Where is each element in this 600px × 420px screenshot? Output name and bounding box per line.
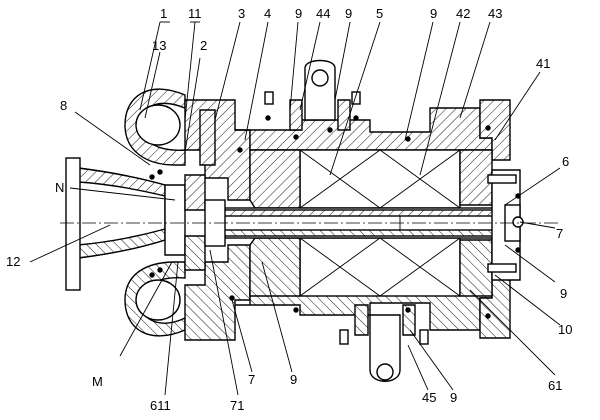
label-1: 1 <box>160 6 167 21</box>
label-611: 611 <box>150 398 171 413</box>
label-13: 13 <box>152 38 166 53</box>
label-8: 8 <box>60 98 67 113</box>
stator-windings <box>249 149 493 297</box>
label-9-c: 9 <box>430 6 437 21</box>
label-7-right: 7 <box>556 226 563 241</box>
label-7-bottom: 7 <box>248 372 255 387</box>
label-9-bottom-right: 9 <box>450 390 457 405</box>
label-10: 10 <box>558 322 572 337</box>
front-housing <box>184 99 251 341</box>
bottom-boss <box>339 304 429 382</box>
label-71: 71 <box>230 398 244 413</box>
label-9-b: 9 <box>345 6 352 21</box>
label-6: 6 <box>562 154 569 169</box>
label-43: 43 <box>488 6 502 21</box>
label-44: 44 <box>316 6 330 21</box>
label-4: 4 <box>264 6 271 21</box>
inlet-pipe <box>65 157 166 291</box>
label-9-right: 9 <box>560 286 567 301</box>
label-2: 2 <box>200 38 207 53</box>
label-61: 61 <box>548 378 562 393</box>
label-M: M <box>92 374 103 389</box>
part-labels: 1 11 3 4 9 44 9 5 9 42 43 2 13 41 8 N 6 … <box>6 6 572 413</box>
label-N: N <box>55 180 64 195</box>
label-45: 45 <box>422 390 436 405</box>
label-3: 3 <box>238 6 245 21</box>
rear-cap <box>487 169 524 281</box>
leader-lines <box>29 21 561 396</box>
label-42: 42 <box>456 6 470 21</box>
impeller <box>164 174 226 271</box>
label-11: 11 <box>188 6 202 21</box>
top-boss <box>264 59 361 131</box>
label-9-a: 9 <box>295 6 302 21</box>
label-9-bottom: 9 <box>290 372 297 387</box>
label-12: 12 <box>6 254 20 269</box>
label-5: 5 <box>376 6 383 21</box>
motor-housing <box>235 99 511 339</box>
label-41: 41 <box>536 56 550 71</box>
